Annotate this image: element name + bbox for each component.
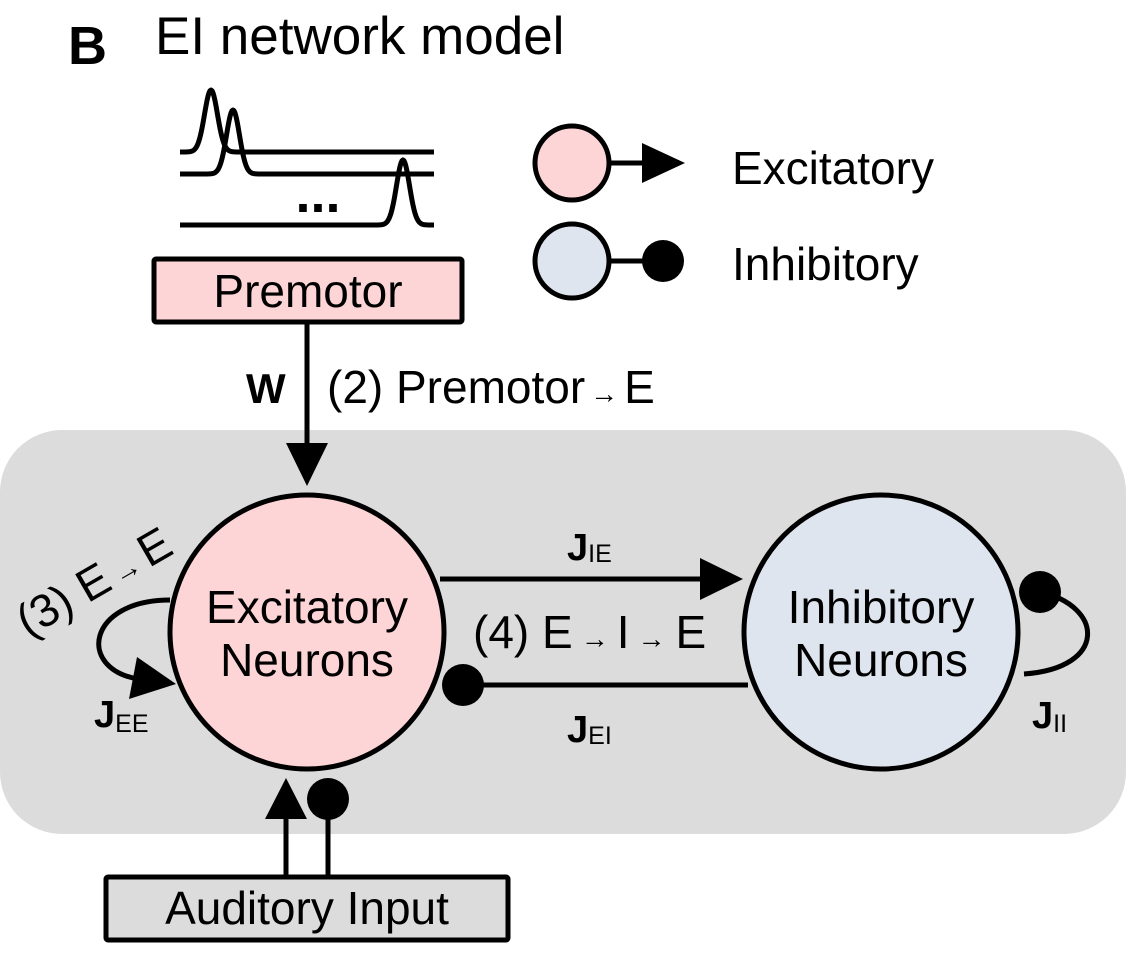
jee-label: JEE [94, 694, 149, 738]
pathway-4-mid: I [617, 606, 630, 658]
excitatory-arrowhead-icon [642, 143, 685, 183]
legend-item-excitatory: Excitatory [532, 123, 934, 203]
legend-item-inhibitory: Inhibitory [532, 221, 919, 301]
excitatory-neurons-circle [167, 492, 447, 772]
pathway-2-target: E [624, 361, 655, 413]
inhibitory-population: Inhibitory Neurons [741, 492, 1021, 772]
excitatory-neurons-label-line1: Excitatory [206, 581, 408, 633]
spike-trace [178, 87, 436, 155]
premotor-box: Premotor [151, 256, 465, 325]
legend-label-inhibitory: Inhibitory [732, 238, 919, 290]
auditory-input-connections [265, 778, 349, 876]
inhibitory-legend-circle [532, 221, 612, 301]
inhibitory-dot-icon [307, 778, 349, 820]
excitatory-neurons-label-line2: Neurons [220, 634, 394, 686]
panel-label: B [68, 16, 107, 76]
jei-label: JEI [567, 709, 612, 751]
arrowhead-icon [129, 657, 176, 699]
connection-e-to-i: JIE [440, 527, 743, 600]
premotor-to-e-connection: W (2) Premotor→E [246, 322, 655, 486]
spike-trace [178, 107, 436, 177]
arrowhead-icon [700, 558, 743, 600]
traces-ellipsis: ... [295, 164, 340, 224]
premotor-label: Premotor [213, 265, 402, 317]
inhibitory-neurons-circle [741, 492, 1021, 772]
arrowhead-icon [286, 443, 328, 486]
pathway-2-label: (2) Premotor→E [327, 361, 655, 413]
auditory-input-label: Auditory Input [165, 882, 449, 934]
auditory-input-box: Auditory Input [103, 874, 511, 943]
weight-label-w: W [246, 365, 286, 412]
excitatory-population: Excitatory Neurons [167, 492, 447, 772]
inhibitory-dot-icon [1019, 571, 1061, 613]
pathway-4-arrow-1: → [581, 623, 609, 654]
inhibitory-neurons-label-line2: Neurons [794, 634, 968, 686]
premotor-spike-traces: ... [178, 87, 436, 228]
pathway-4-label: (4) E→I→E [473, 606, 706, 658]
connection-i-to-i: JII [1019, 571, 1091, 738]
jii-label: JII [1032, 695, 1067, 738]
pathway-2-prefix: (2) Premotor [327, 361, 585, 413]
arrowhead-icon [265, 778, 307, 819]
pathway-4-prefix: (4) E [473, 606, 573, 658]
legend-label-excitatory: Excitatory [732, 142, 934, 194]
legend: Excitatory Inhibitory [532, 123, 934, 301]
pathway-4-arrow-2: → [637, 623, 665, 654]
pathway-2-arrow: → [590, 378, 618, 409]
connection-i-to-e: JEI [442, 664, 748, 751]
inhibitory-neurons-label-line1: Inhibitory [788, 581, 975, 633]
spike-trace [178, 157, 436, 228]
pathway-4-target: E [675, 606, 706, 658]
inhibitory-dot-icon [642, 240, 684, 282]
jie-label: JIE [567, 527, 612, 569]
inhibitory-dot-icon [442, 664, 484, 706]
figure-title: EI network model [155, 7, 564, 66]
excitatory-legend-circle [532, 123, 612, 203]
